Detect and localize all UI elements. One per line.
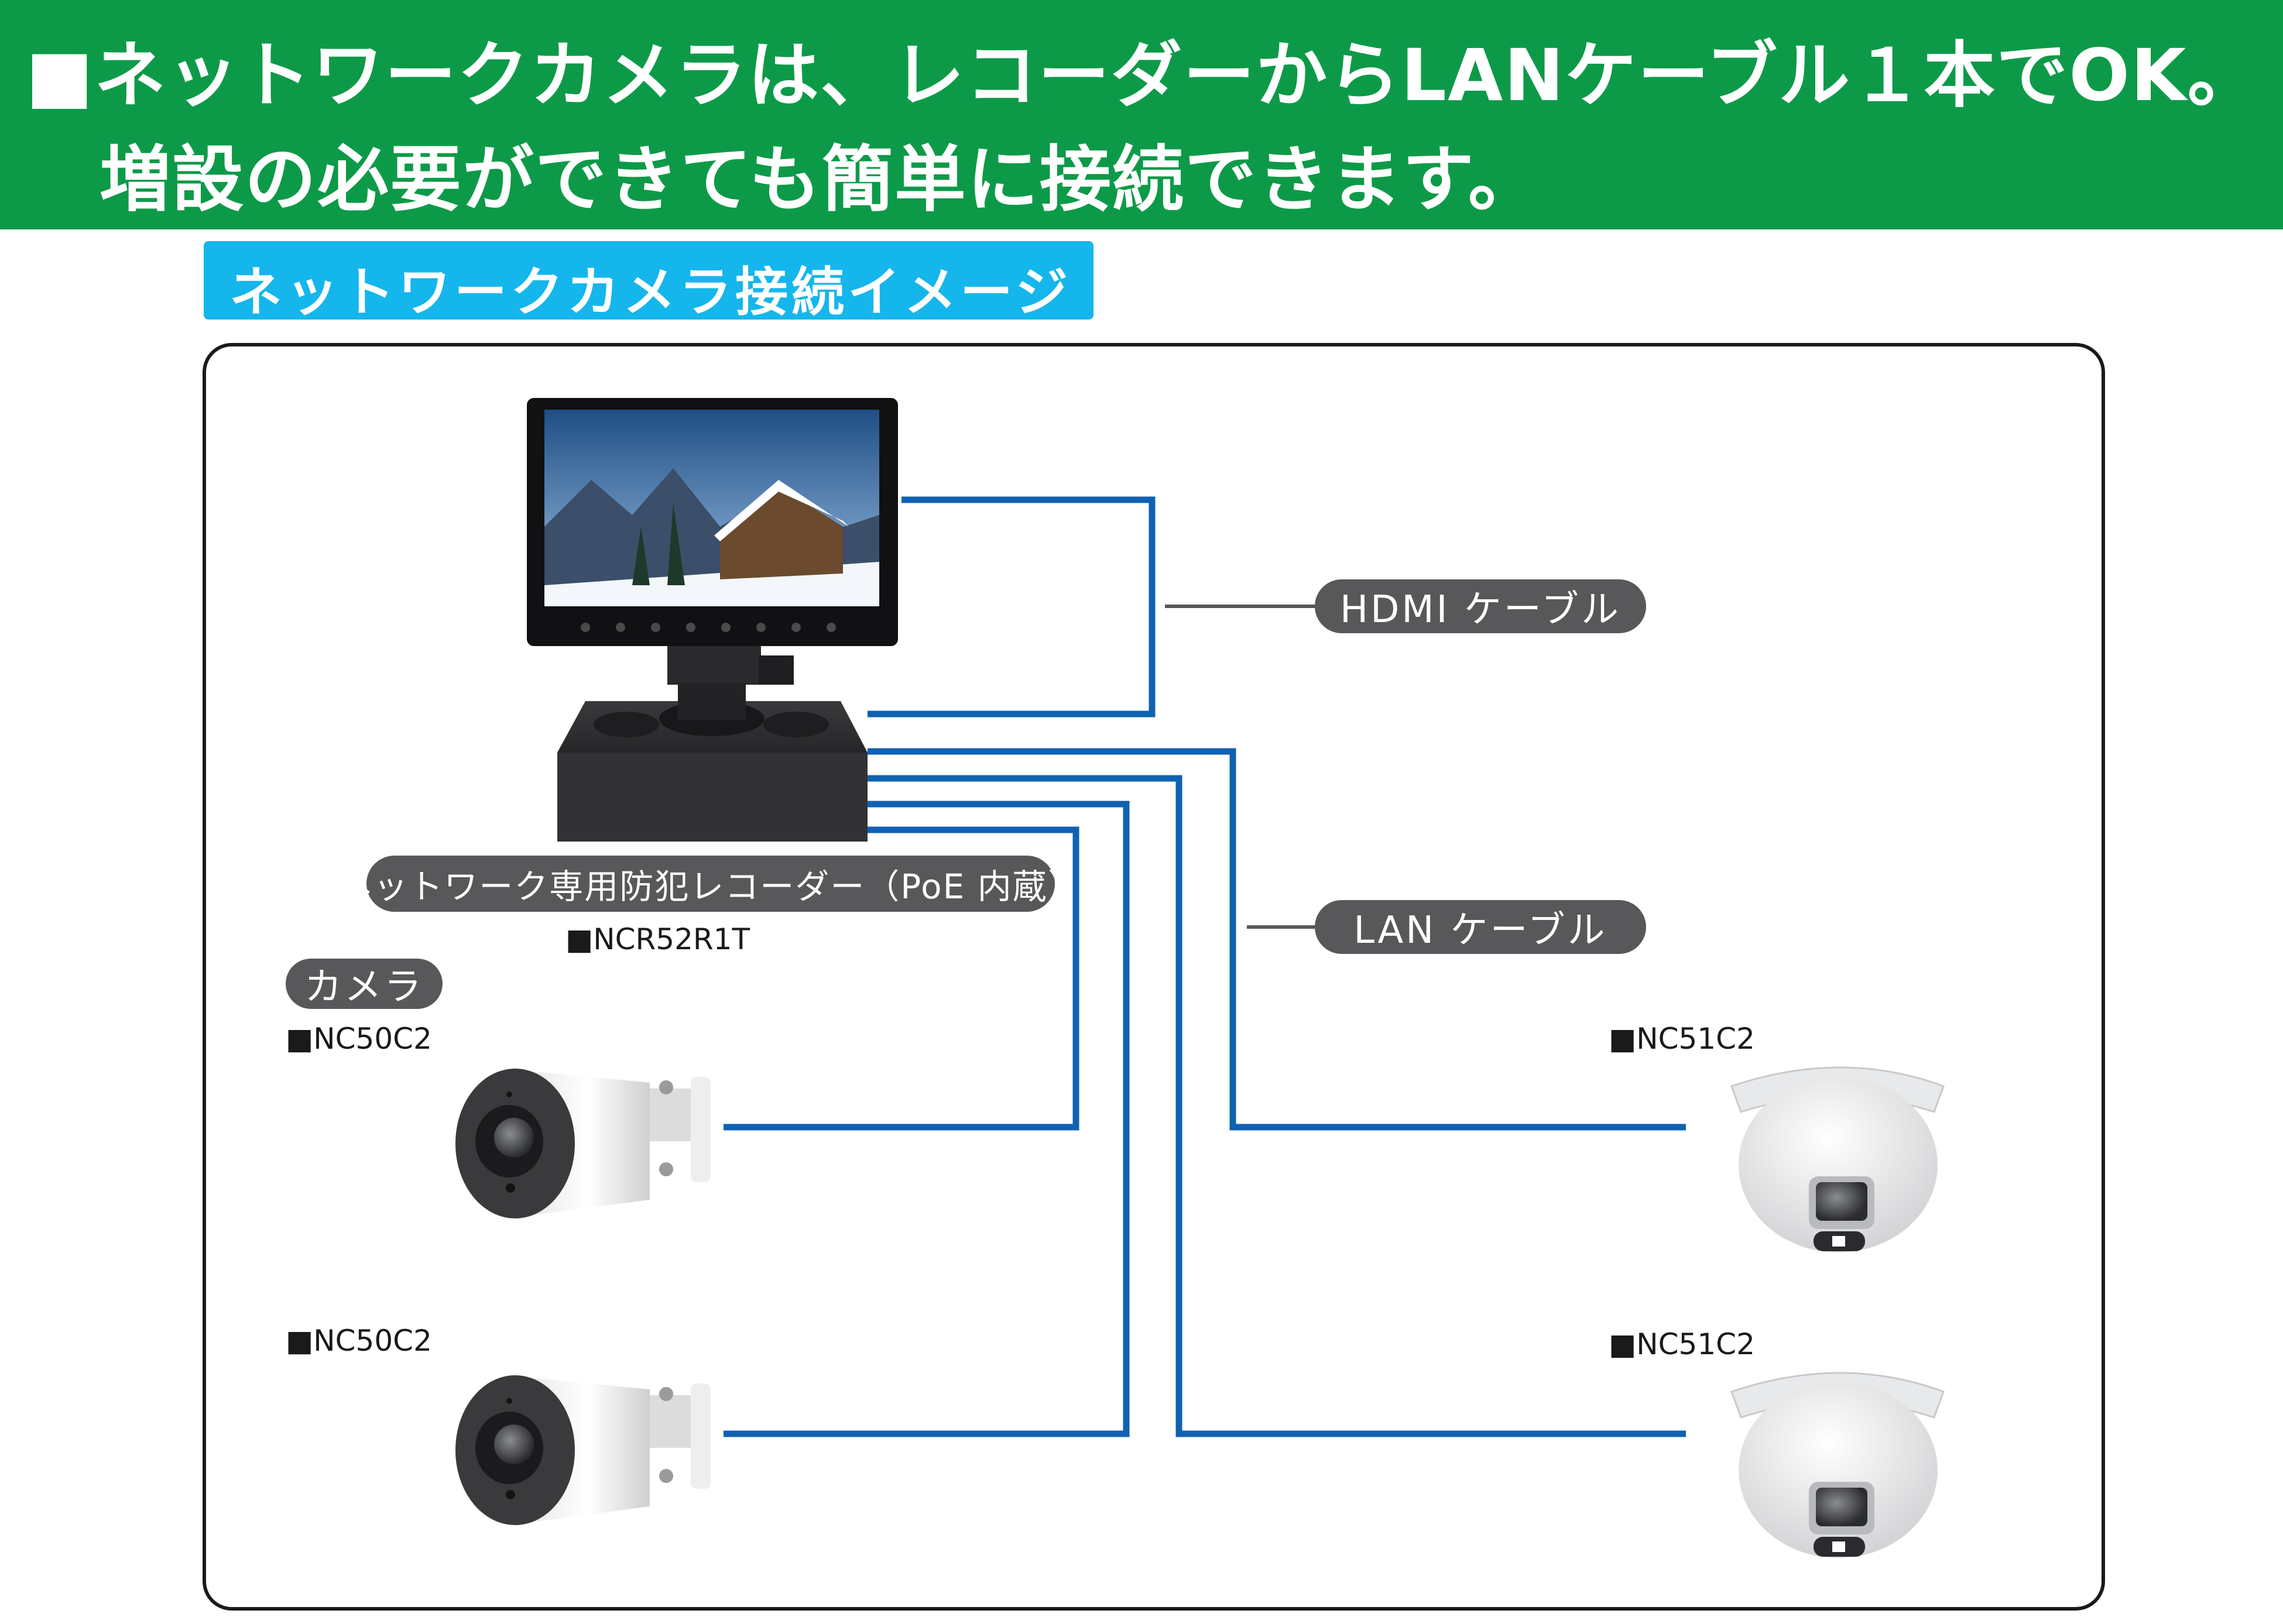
lan-cable-bullet-1 <box>724 826 1079 1131</box>
recorder-icon <box>557 682 868 842</box>
hdmi-cable-line <box>868 496 1156 717</box>
lan-cable-dome-1 <box>868 748 1686 1131</box>
header-banner: ■ネットワークカメラは、レコーダーからLANケーブル１本でOK。 増設の必要がで… <box>0 0 2283 229</box>
camera-label: カメラ <box>286 959 443 1009</box>
diagram-frame <box>203 343 2105 1611</box>
recorder-label: ネットワーク専用防犯レコーダー（PoE 内蔵） <box>338 856 1082 912</box>
lan-cable-dome-2 <box>868 775 1686 1437</box>
headline-line-2: 増設の必要ができても簡単に接続できます。 <box>100 138 1541 221</box>
monitor-icon <box>527 398 898 685</box>
cable-lines <box>724 496 1686 1437</box>
headline-line-1: ■ネットワークカメラは、レコーダーからLANケーブル１本でOK。 <box>26 34 2260 117</box>
bullet-camera-model-1: ■NC50C2 <box>286 1022 432 1056</box>
lan-cable-bullet-2 <box>724 801 1130 1437</box>
section-title-tag: ネットワークカメラ接続イメージ <box>204 241 1093 323</box>
lan-cable-label: LAN ケーブル <box>1315 900 1646 954</box>
bullet-camera-icon <box>455 1069 711 1218</box>
section-title: ネットワークカメラ接続イメージ <box>229 262 1072 323</box>
dome-camera-model-1: ■NC51C2 <box>1609 1022 1755 1056</box>
bullet-camera-icon <box>455 1375 711 1525</box>
recorder-model: ■NCR52R1T <box>565 922 750 956</box>
bullet-camera-model-2: ■NC50C2 <box>286 1324 432 1358</box>
dome-camera-icon <box>1730 1066 1945 1252</box>
dome-camera-icon <box>1730 1372 1945 1558</box>
dome-camera-model-2: ■NC51C2 <box>1609 1327 1755 1361</box>
hdmi-cable-label: HDMI ケーブル <box>1315 579 1646 633</box>
